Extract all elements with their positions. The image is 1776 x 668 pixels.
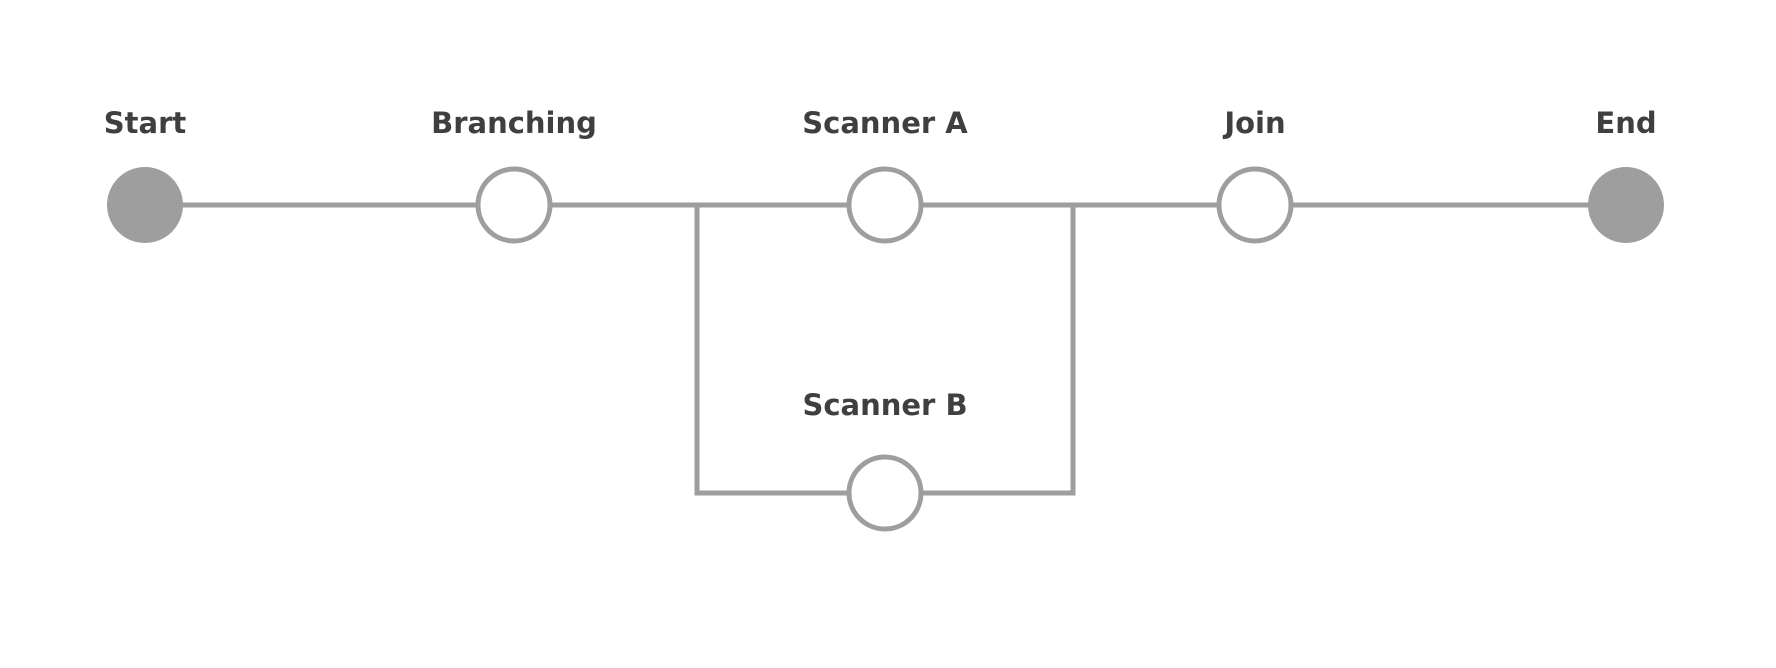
branching-label: Branching — [431, 106, 597, 140]
scanner-b-label: Scanner B — [802, 388, 967, 422]
branching-circle[interactable] — [475, 166, 553, 244]
node-join[interactable]: Join — [1216, 106, 1294, 244]
node-scanner-b[interactable]: Scanner B — [802, 388, 968, 532]
start-label: Start — [104, 106, 187, 140]
node-scanner-a[interactable]: Scanner A — [802, 106, 968, 244]
end-circle[interactable] — [1588, 167, 1664, 243]
node-end[interactable]: End — [1588, 106, 1664, 243]
scanner-b-circle[interactable] — [846, 454, 924, 532]
connector-lines — [145, 202, 1626, 496]
scanner-a-label: Scanner A — [802, 106, 968, 140]
join-label: Join — [1222, 106, 1285, 140]
node-branching[interactable]: Branching — [431, 106, 597, 244]
node-start[interactable]: Start — [104, 106, 187, 243]
join-circle[interactable] — [1216, 166, 1294, 244]
start-circle[interactable] — [107, 167, 183, 243]
end-label: End — [1595, 106, 1656, 140]
edge-branching-scanner-b — [694, 205, 885, 496]
edge-scanner-b-join — [885, 205, 1076, 496]
scanner-a-circle[interactable] — [846, 166, 924, 244]
